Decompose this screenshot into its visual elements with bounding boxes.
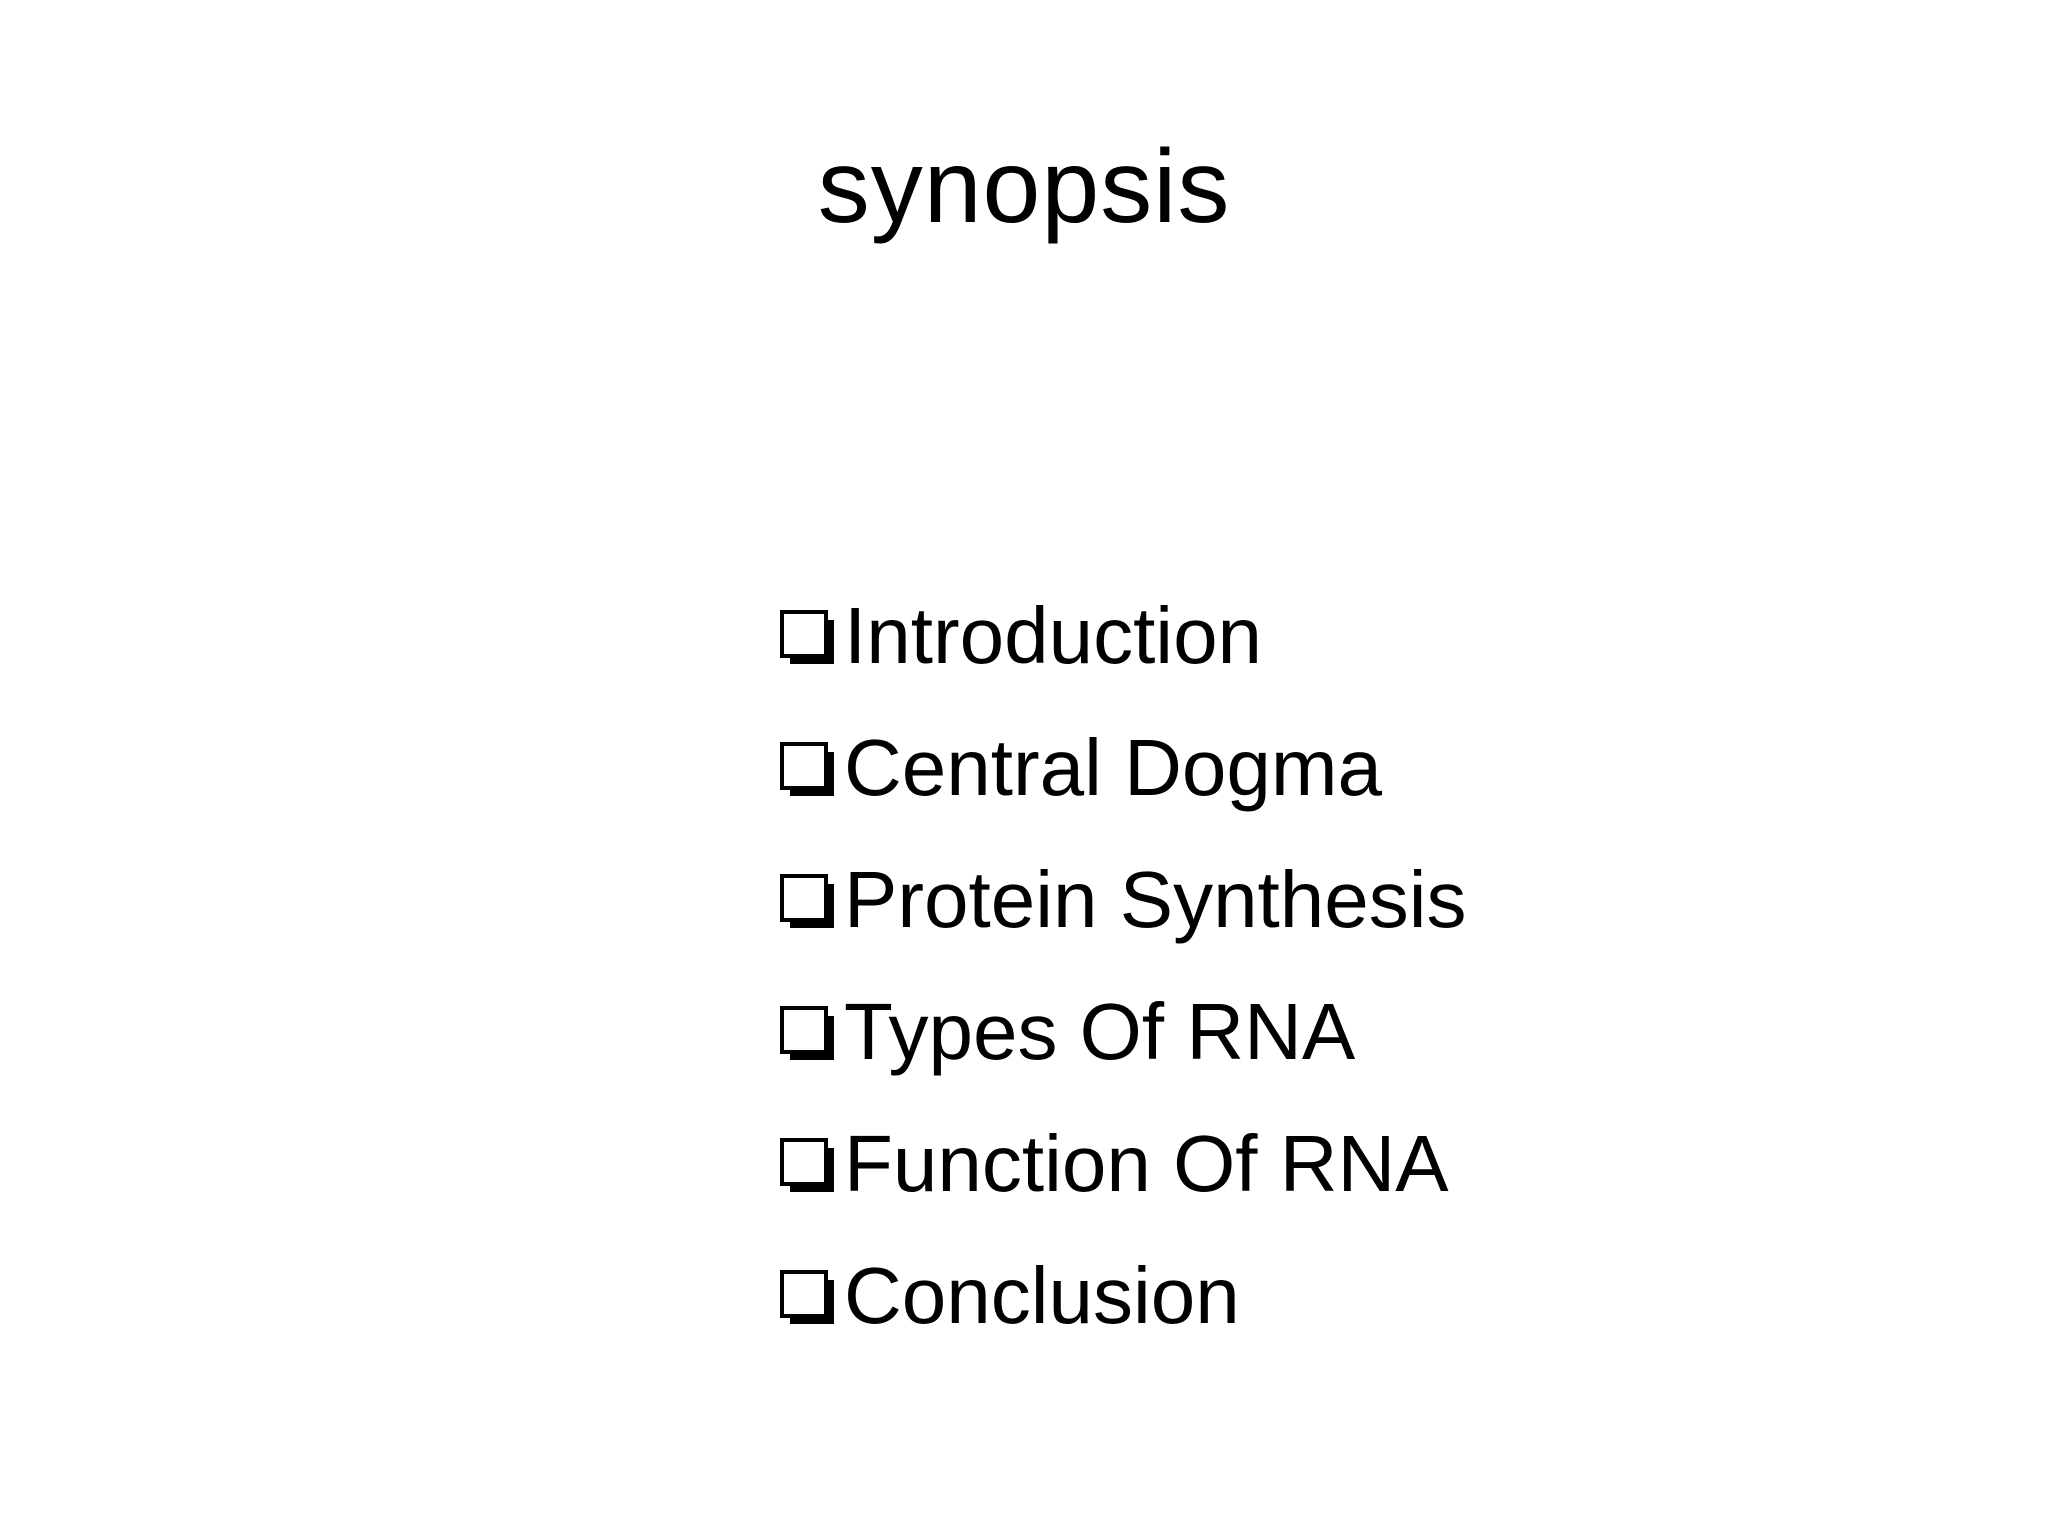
checkbox-bullet-icon: [780, 610, 834, 664]
list-item: Types Of RNA: [780, 966, 1467, 1098]
list-item: Conclusion: [780, 1230, 1467, 1362]
checkbox-bullet-icon: [780, 1006, 834, 1060]
list-item-label: Types Of RNA: [844, 987, 1356, 1076]
list-item-label: Conclusion: [844, 1251, 1240, 1340]
slide-title: synopsis: [817, 129, 1231, 245]
checkbox-bullet-icon: [780, 874, 834, 928]
list-item-label: Central Dogma: [844, 723, 1383, 812]
checkbox-bullet-icon: [780, 1270, 834, 1324]
list-item: Introduction: [780, 570, 1467, 702]
agenda-list: Introduction Central Dogma Protein Synth…: [780, 570, 1467, 1362]
list-item-label: Introduction: [844, 591, 1263, 680]
list-item: Function Of RNA: [780, 1098, 1467, 1230]
list-item: Central Dogma: [780, 702, 1467, 834]
list-item: Protein Synthesis: [780, 834, 1467, 966]
checkbox-bullet-icon: [780, 1138, 834, 1192]
list-item-label: Function Of RNA: [844, 1119, 1449, 1208]
checkbox-bullet-icon: [780, 742, 834, 796]
list-item-label: Protein Synthesis: [844, 855, 1467, 944]
